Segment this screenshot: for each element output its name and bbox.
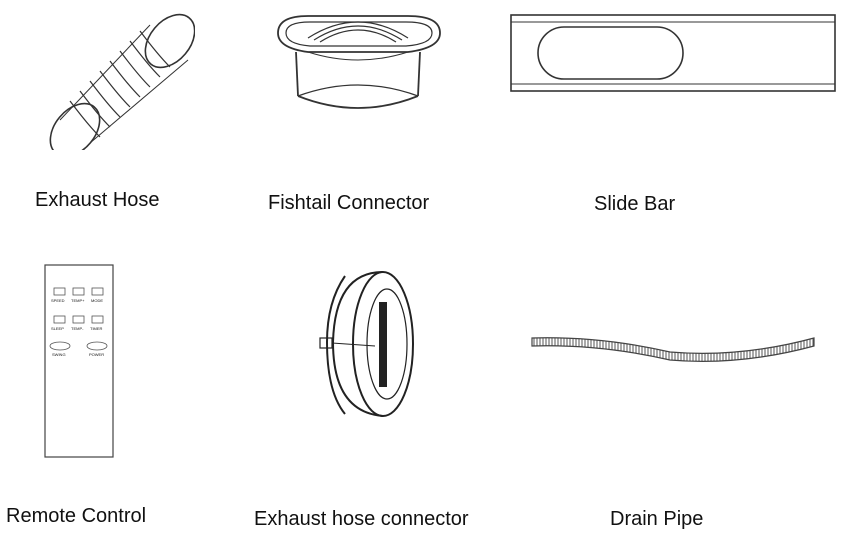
- remote-button-swing: SWING: [52, 352, 66, 357]
- remote-button-power: POWER: [89, 352, 105, 357]
- remote-control-label: Remote Control: [6, 505, 147, 527]
- fishtail-connector-illustration: [268, 8, 448, 128]
- remote-control-illustration: [44, 264, 114, 459]
- remote-button-mode: MODE: [91, 298, 103, 303]
- remote-button-sleep: SLEEP: [51, 326, 64, 331]
- exhaust-hose-connector-label: Exhaust hose connector: [254, 508, 469, 530]
- exhaust-hose-connector-illustration: [315, 262, 425, 427]
- fishtail-connector-label: Fishtail Connector: [268, 192, 430, 214]
- remote-button-temp-plus: TEMP+: [71, 298, 85, 303]
- remote-button-timer: TIMER: [90, 326, 103, 331]
- drain-pipe-label: Drain Pipe: [610, 508, 704, 530]
- drain-pipe-illustration: [530, 330, 816, 366]
- exhaust-hose-label: Exhaust Hose: [35, 189, 160, 211]
- remote-button-temp-minus: TEMP-: [71, 326, 84, 331]
- slide-bar-illustration: [508, 12, 838, 94]
- exhaust-hose-illustration: [30, 5, 195, 150]
- slide-bar-label: Slide Bar: [594, 193, 676, 215]
- remote-button-speed: SPEED: [51, 298, 65, 303]
